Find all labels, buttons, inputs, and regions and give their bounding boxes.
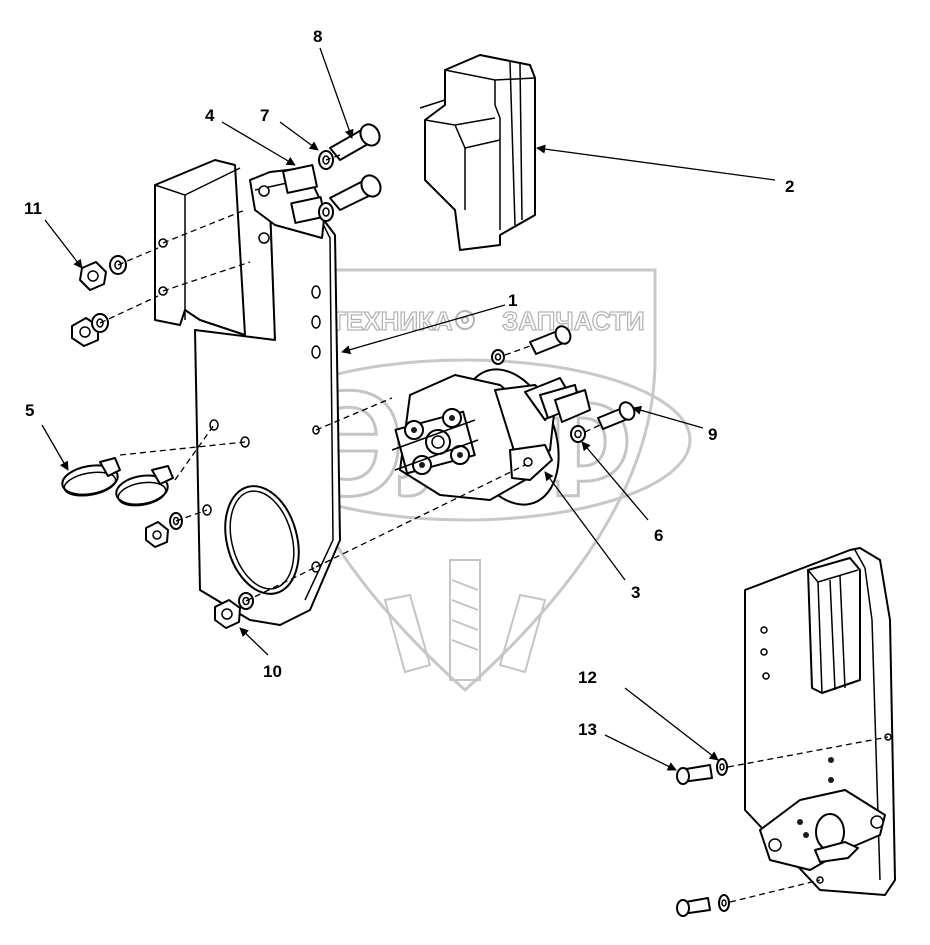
callout-8: 8 [313, 27, 322, 46]
part-6-washers [491, 349, 586, 443]
part-2-bracket-block [419, 54, 536, 251]
part-12-washer [716, 758, 730, 912]
callout-13: 13 [578, 720, 597, 739]
part-8-bolts [329, 123, 382, 211]
callout-11: 11 [24, 199, 42, 218]
part-3-disconnect-switch [391, 368, 591, 506]
callout-3: 3 [631, 583, 640, 602]
callout-10: 10 [263, 662, 282, 681]
leader-lines [41, 47, 776, 771]
callout-5: 5 [25, 401, 34, 420]
callout-1: 1 [508, 291, 517, 310]
callout-6: 6 [654, 526, 663, 545]
part-7-washers [318, 150, 334, 222]
callout-9: 9 [708, 425, 717, 444]
callout-2: 2 [785, 177, 794, 196]
watermark-right-text: ЗАПЧАСТИ [502, 306, 645, 336]
part-5-clamps [61, 457, 174, 507]
part-side-bracket [154, 159, 246, 336]
part-1-mounting-plate [194, 204, 341, 626]
part-4-u-bracket [249, 164, 326, 244]
part-9-bolts [529, 325, 636, 430]
callout-numbers: 1 2 3 4 5 6 7 8 9 10 11 12 13 [24, 27, 794, 739]
callout-7: 7 [260, 106, 269, 125]
callout-12: 12 [578, 668, 597, 687]
part-nut-lower [145, 512, 183, 548]
callout-4: 4 [205, 106, 215, 125]
part-13-bolt [676, 764, 713, 917]
assembled-view [744, 547, 896, 896]
watermark-left-text: ТЕХНИКА [330, 306, 453, 336]
part-11-nuts [71, 255, 127, 347]
assembly-lines [99, 154, 889, 903]
wheat-icon [383, 559, 547, 681]
gear-icon [455, 310, 475, 330]
